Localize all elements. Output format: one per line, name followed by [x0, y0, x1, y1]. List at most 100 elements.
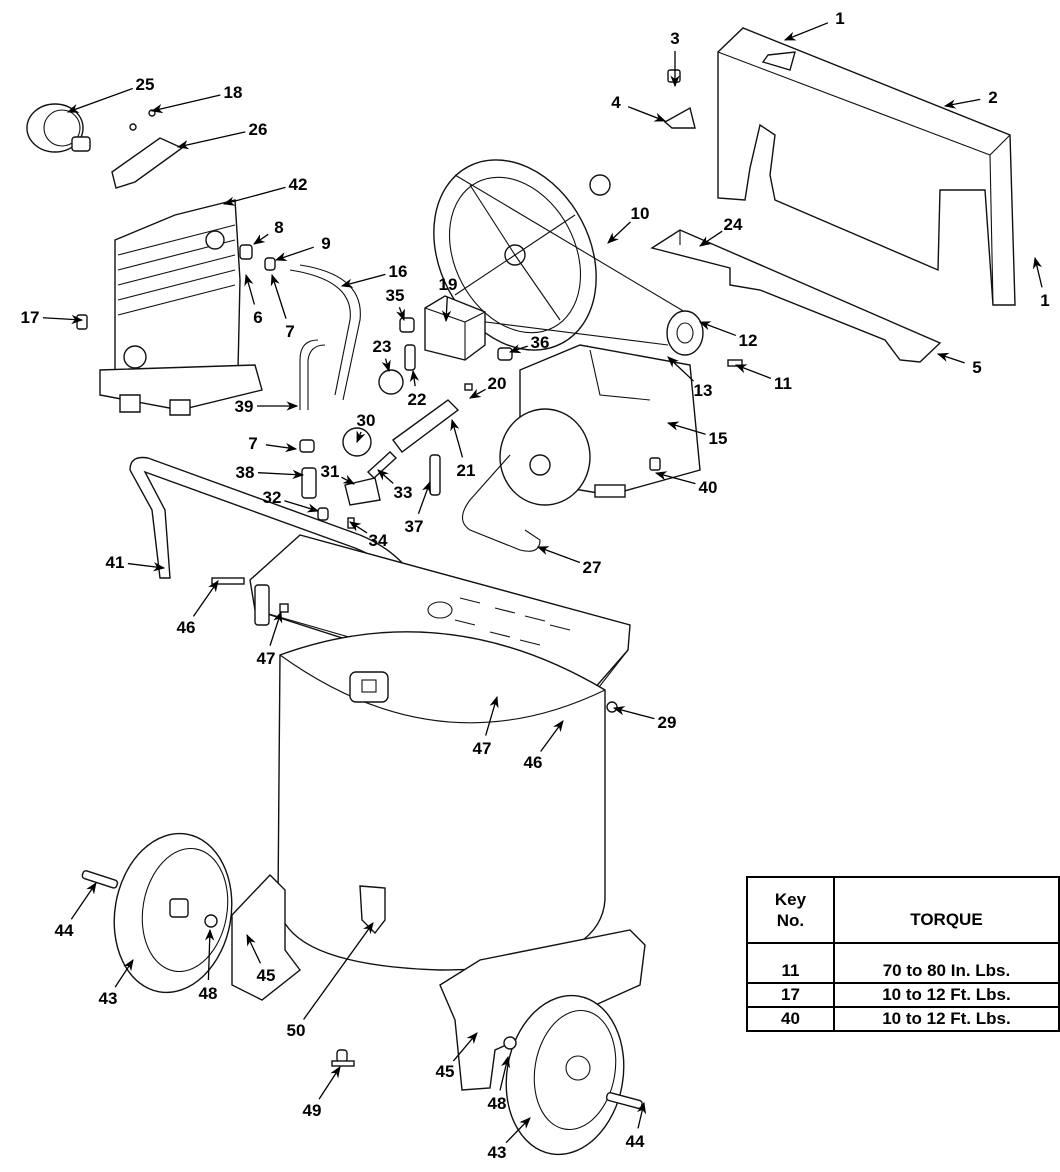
callout-label: 1 [1040, 291, 1049, 310]
callout-44: 44 [626, 1101, 647, 1151]
callout-38: 38 [236, 463, 305, 482]
callout-leader-arrow [318, 1066, 341, 1100]
callout-label: 19 [439, 275, 458, 294]
callout-label: 5 [972, 358, 981, 377]
callout-label: 17 [21, 308, 40, 327]
callout-leader-arrow [508, 344, 528, 354]
torque-cell: 70 to 80 In. Lbs. [832, 942, 1060, 984]
table-row: 11 70 to 80 In. Lbs. [746, 942, 1060, 984]
callout-leader-arrow [485, 695, 499, 736]
callout-leader-arrow [666, 421, 706, 435]
callout-label: 10 [631, 204, 650, 223]
callout-label: 21 [457, 461, 476, 480]
cord-hook [461, 454, 541, 552]
callout-leader-arrow [654, 471, 696, 485]
callout-leader-arrow [176, 131, 246, 150]
callout-leader-arrow [377, 469, 394, 484]
callout-label: 43 [488, 1143, 507, 1162]
callout-leader-arrow [441, 296, 452, 323]
callout-leader-arrow [734, 364, 772, 379]
callout-label: 4 [611, 93, 621, 112]
callout-44: 44 [55, 882, 97, 940]
callout-label: 1 [835, 9, 844, 28]
callout-label: 20 [488, 374, 507, 393]
callout-22: 22 [408, 369, 426, 409]
callout-46: 46 [524, 720, 564, 772]
callout-leader-arrow [637, 1101, 647, 1129]
callout-45: 45 [246, 933, 275, 985]
callout-label: 2 [988, 88, 997, 107]
motor-pulley [666, 310, 743, 367]
callout-27: 27 [536, 546, 601, 577]
callout-leader-arrow [627, 106, 667, 122]
callout-26: 26 [176, 120, 268, 150]
callout-label: 39 [235, 397, 254, 416]
callout-6: 6 [244, 273, 263, 327]
callout-leader-arrow [274, 246, 314, 262]
callout-37: 37 [405, 480, 431, 536]
key-no-cell: 40 [746, 1006, 835, 1032]
callout-label: 48 [488, 1094, 507, 1113]
callout-leader-arrow [269, 610, 283, 646]
callout-leader-arrow [936, 352, 965, 364]
fittings [76, 69, 696, 529]
callout-9: 9 [274, 234, 331, 262]
callout-1: 1 [1032, 256, 1050, 310]
callout-4: 4 [611, 93, 667, 122]
callout-10: 10 [607, 204, 650, 244]
callout-label: 47 [473, 739, 492, 758]
callout-leader-arrow [667, 356, 694, 382]
callout-49: 49 [303, 1066, 341, 1120]
callout-24: 24 [699, 215, 743, 247]
callout-18: 18 [150, 83, 242, 114]
pressure-switch [424, 295, 486, 361]
callout-47: 47 [257, 610, 283, 668]
belt-guard-bracket [650, 229, 942, 363]
callout-leader-arrow [114, 959, 134, 988]
callout-19: 19 [439, 275, 458, 323]
callout-label: 40 [699, 478, 718, 497]
callout-leader-arrow [699, 230, 723, 247]
callout-leader-arrow [340, 273, 386, 288]
callout-42: 42 [222, 175, 307, 206]
callout-label: 9 [321, 234, 330, 253]
callout-label: 32 [263, 488, 282, 507]
callout-label: 46 [177, 618, 196, 637]
callout-label: 16 [389, 262, 408, 281]
callout-11: 11 [734, 364, 792, 393]
callout-leader-arrow [150, 94, 221, 114]
callout-leader-arrow [396, 307, 405, 322]
drain-valve [331, 1049, 355, 1067]
callout-leader-arrow [284, 500, 320, 513]
callout-35: 35 [386, 286, 405, 322]
callout-leader-arrow [1032, 256, 1043, 288]
torque-cell: 10 to 12 Ft. Lbs. [832, 982, 1060, 1008]
callout-39: 39 [235, 397, 299, 416]
callout-25: 25 [66, 75, 154, 113]
callout-leader-arrow [341, 474, 356, 485]
filter-bracket [111, 109, 184, 189]
callout-2: 2 [943, 88, 998, 109]
callout-label: 15 [709, 429, 728, 448]
callout-20: 20 [468, 374, 507, 399]
callout-leader-arrow [270, 273, 287, 319]
callout-33: 33 [377, 469, 412, 502]
callout-32: 32 [263, 488, 320, 513]
callout-leader-arrow [127, 562, 166, 572]
torque-cell: 10 to 12 Ft. Lbs. [832, 1006, 1060, 1032]
callout-13: 13 [667, 356, 712, 400]
air-filter [26, 103, 91, 153]
callout-leader-arrow [468, 388, 486, 399]
callout-leader-arrow [381, 358, 391, 373]
callout-23: 23 [373, 337, 391, 373]
callout-1: 1 [783, 9, 845, 41]
key-header-line2: No. [776, 911, 805, 930]
callout-leader-arrow [66, 87, 134, 113]
key-no-cell: 11 [746, 942, 835, 984]
callout-leader-arrow [452, 1032, 478, 1062]
callout-label: 7 [285, 322, 294, 341]
callout-label: 26 [249, 120, 268, 139]
electric-motor [499, 344, 701, 506]
